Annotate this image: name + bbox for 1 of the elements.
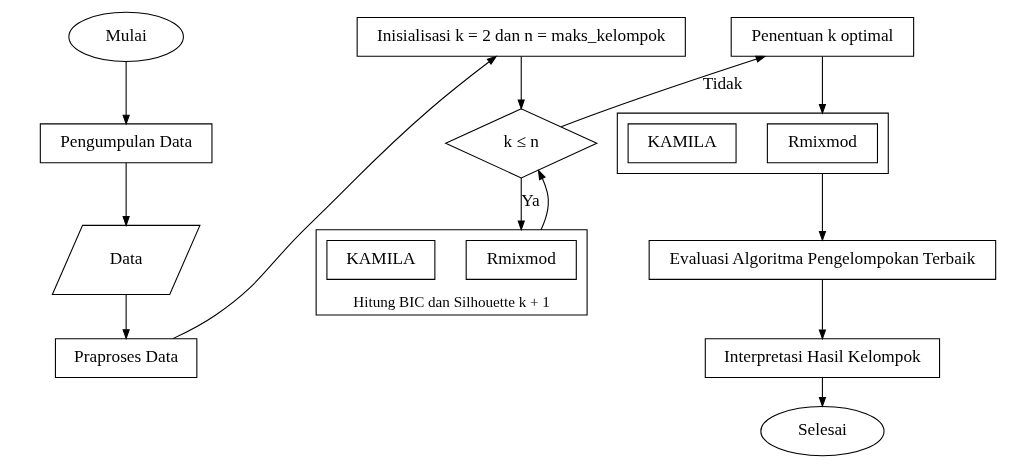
edge-label: Tidak — [702, 74, 742, 94]
